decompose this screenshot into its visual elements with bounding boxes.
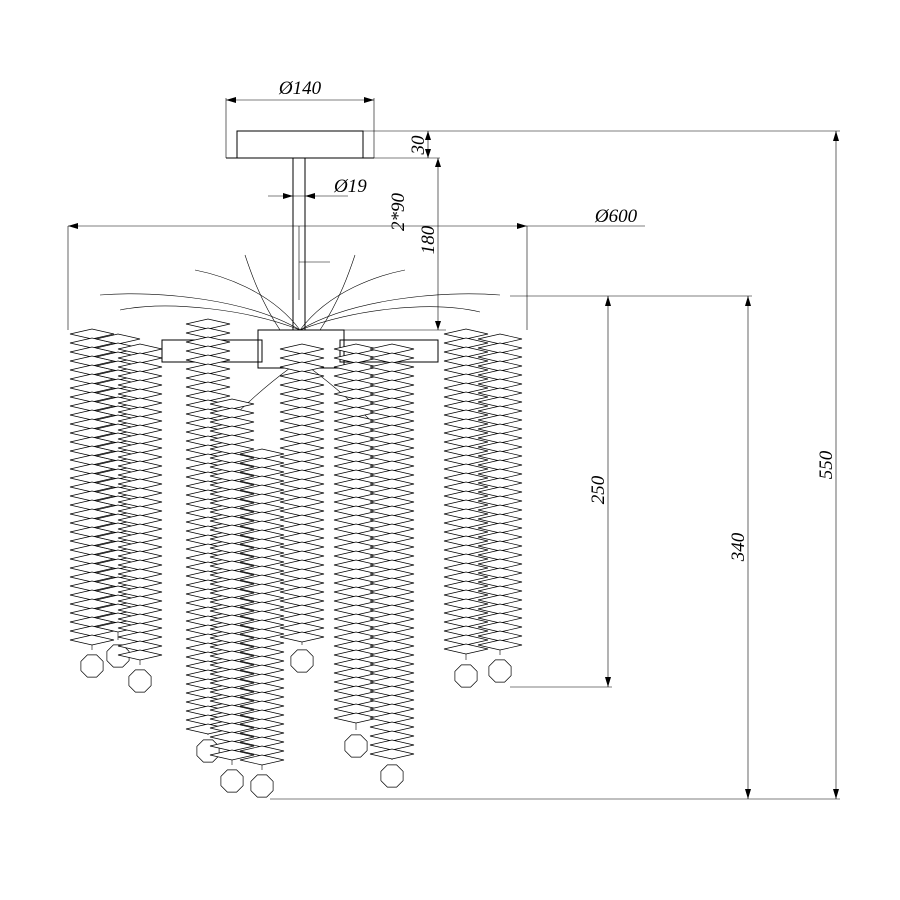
label-rod-length: 2*90: [388, 193, 409, 232]
crystal-strand: [239, 448, 285, 798]
crystal-strand: [279, 343, 325, 673]
dimension-lines: [67, 97, 840, 800]
label-overall-diameter: Ø600: [594, 206, 638, 227]
label-canopy-diameter: Ø140: [278, 78, 322, 99]
ceiling-canopy: [226, 130, 374, 159]
crystal-strands: [69, 318, 523, 798]
label-canopy-height: 30: [408, 135, 429, 156]
suspension-rod: [292, 158, 306, 330]
label-rod-diameter: Ø19: [333, 176, 367, 197]
crystal-strand: [333, 343, 379, 758]
label-long-strand-height: 340: [728, 532, 749, 562]
crystal-strand: [443, 328, 489, 688]
crystal-strand: [369, 343, 415, 788]
crystal-strand: [477, 333, 523, 683]
dimension-labels: Ø140 30 Ø19 2*90 180 Ø600 250 340 550: [278, 78, 837, 562]
label-short-strand-height: 250: [588, 475, 609, 504]
label-overall-height: 550: [816, 450, 837, 479]
crystal-strand: [117, 343, 163, 693]
label-frame-drop: 180: [418, 225, 439, 254]
crystal-strand: [209, 398, 255, 793]
